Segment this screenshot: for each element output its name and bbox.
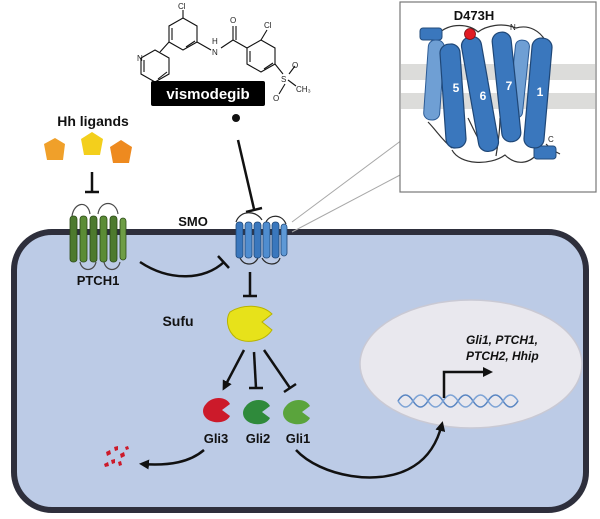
n-terminus-label: N bbox=[510, 23, 516, 32]
gli2-protein bbox=[243, 400, 270, 425]
transcription-start-arrow bbox=[442, 367, 493, 398]
smo-structure-inset: 5 6 7 1 N C D473H bbox=[399, 1, 597, 193]
hh-ligand-right bbox=[110, 140, 132, 163]
c-terminus-label: C bbox=[548, 135, 554, 144]
hh-ligands-label: Hh ligands bbox=[57, 113, 129, 129]
vismodegib-structure bbox=[140, 10, 297, 95]
sufu-protein bbox=[227, 305, 273, 342]
gli1-protein bbox=[283, 400, 310, 425]
target-genes-line-2: PTCH2, Hhip bbox=[466, 349, 539, 363]
hh-ligand-middle bbox=[81, 132, 103, 155]
helix-number-1: 1 bbox=[537, 85, 544, 99]
vismodegib-label: vismodegib bbox=[166, 86, 249, 103]
smo-label: SMO bbox=[178, 214, 208, 229]
ptch1-inhibits-smo-line bbox=[139, 260, 225, 278]
atom-o-amide: O bbox=[230, 16, 236, 25]
mutation-site-marker bbox=[464, 28, 476, 40]
helix-number-5: 5 bbox=[453, 81, 460, 95]
helix-7 bbox=[491, 31, 522, 143]
atom-o-sulfonyl-b: O bbox=[273, 94, 279, 103]
vismodegib-ball bbox=[232, 114, 240, 122]
sufu-label: Sufu bbox=[162, 313, 193, 329]
ring-sulfonylphenyl bbox=[246, 39, 276, 73]
vismodegib-inhibits-smo-bar bbox=[245, 206, 263, 214]
helix-number-7: 7 bbox=[506, 79, 513, 93]
helix-1 bbox=[523, 37, 553, 149]
vismodegib-inhibits-smo-line bbox=[236, 139, 256, 210]
atom-n-amide: N bbox=[212, 48, 218, 57]
sufu-to-gli3-arrow bbox=[222, 349, 246, 391]
gli3-protein bbox=[203, 398, 230, 423]
atom-methyl: CH₃ bbox=[296, 85, 311, 94]
gli2-label: Gli2 bbox=[246, 431, 271, 446]
gli1-label: Gli1 bbox=[286, 431, 311, 446]
dna-helix bbox=[397, 394, 519, 408]
n-terminal-helix bbox=[419, 27, 443, 41]
ptch1-receptor bbox=[69, 202, 127, 271]
helix-number-6: 6 bbox=[480, 89, 487, 103]
helix-5 bbox=[439, 43, 467, 149]
target-genes-line-1: Gli1, PTCH1, bbox=[466, 333, 538, 347]
degraded-gli3-fragments bbox=[104, 446, 129, 467]
atom-cl-top: Cl bbox=[178, 2, 186, 11]
atom-cl-right: Cl bbox=[264, 21, 272, 30]
ptch1-loops bbox=[71, 202, 121, 271]
atom-n-pyridine: N bbox=[137, 54, 143, 63]
hh-ligand-left bbox=[44, 138, 65, 160]
atom-o-sulfonyl-a: O bbox=[292, 61, 298, 70]
ring-chlorophenyl bbox=[168, 17, 198, 51]
smo-loops bbox=[235, 212, 287, 265]
ring-pyridine bbox=[140, 49, 170, 83]
vismodegib-atom-labels: Cl N H N O Cl S O O CH₃ bbox=[137, 2, 311, 103]
vismodegib-label-box bbox=[151, 81, 265, 106]
gli3-label: Gli3 bbox=[204, 431, 229, 446]
mutation-label: D473H bbox=[454, 8, 494, 23]
nucleus bbox=[359, 299, 583, 429]
zoom-line-lower bbox=[291, 173, 403, 233]
c-terminal-helix bbox=[533, 145, 557, 160]
sufu-inhibits-gli1-line bbox=[262, 349, 292, 389]
zoom-line-upper bbox=[291, 139, 403, 223]
ptch1-inhibits-smo-bar bbox=[217, 255, 230, 269]
gli-to-nucleus-arrow bbox=[295, 421, 446, 479]
atom-s-sulfonyl: S bbox=[281, 75, 286, 84]
sufu-inhibits-gli1-bar bbox=[283, 382, 297, 394]
atom-h-amide: H bbox=[212, 37, 218, 46]
gli3-degradation-arrow bbox=[139, 449, 205, 470]
ptch1-label: PTCH1 bbox=[77, 273, 120, 288]
smo-receptor bbox=[235, 212, 288, 265]
sufu-inhibits-gli2-line bbox=[252, 351, 258, 389]
